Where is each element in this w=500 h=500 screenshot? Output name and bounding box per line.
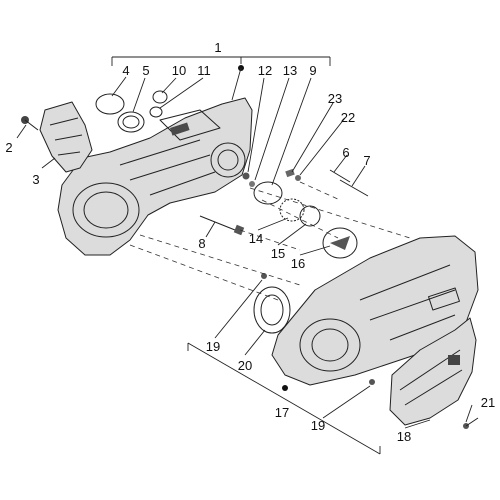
label-20: 20 — [238, 358, 252, 373]
bearing-10 — [152, 90, 168, 104]
part-3-shield — [39, 101, 93, 173]
cover-18 — [389, 317, 477, 426]
seal-20 — [253, 286, 291, 334]
label-19b: 19 — [311, 418, 325, 433]
assembly-17-bracket — [187, 342, 381, 455]
bolt-7 — [339, 179, 369, 197]
label-12: 12 — [258, 63, 272, 78]
label-14: 14 — [249, 231, 263, 246]
label-11: 11 — [197, 63, 211, 78]
leader-lines — [16, 76, 473, 429]
label-9: 9 — [309, 63, 316, 78]
screw-21 — [463, 417, 479, 429]
ring-4 — [95, 93, 125, 115]
label-1: 1 — [214, 40, 221, 55]
label-17: 17 — [275, 405, 289, 420]
assembly-lines — [129, 181, 411, 301]
label-2: 2 — [5, 140, 12, 155]
ring-9 — [253, 181, 283, 205]
screw-19b — [369, 379, 375, 385]
seal-5 — [117, 111, 145, 133]
bolt-8 — [199, 215, 245, 236]
inner-crankcase-cover — [57, 97, 253, 256]
cap-16 — [322, 227, 358, 259]
screw-19a — [261, 273, 267, 279]
label-5: 5 — [142, 63, 149, 78]
label-6: 6 — [342, 145, 349, 160]
label-7: 7 — [363, 153, 370, 168]
label-22: 22 — [341, 110, 355, 125]
ring-14 — [279, 198, 305, 222]
label-16: 16 — [291, 256, 305, 271]
label-3: 3 — [32, 172, 39, 187]
screw-12 — [242, 172, 250, 180]
washer-13 — [249, 181, 255, 187]
label-21: 21 — [481, 395, 495, 410]
label-13: 13 — [283, 63, 297, 78]
ring-15 — [299, 205, 321, 227]
bolt-6 — [329, 169, 351, 183]
part-2-screw — [21, 116, 39, 131]
label-19a: 19 — [206, 339, 220, 354]
assembly-1-bracket — [111, 56, 331, 101]
callouts: 1 2 3 4 5 6 7 8 9 10 11 12 13 14 15 16 1… — [5, 40, 495, 444]
bushing-11 — [149, 106, 163, 118]
label-10: 10 — [172, 63, 186, 78]
pin-22 — [295, 175, 301, 181]
label-23: 23 — [328, 91, 342, 106]
label-15: 15 — [271, 246, 285, 261]
label-4: 4 — [122, 63, 129, 78]
label-8: 8 — [198, 236, 205, 251]
label-18: 18 — [397, 429, 411, 444]
